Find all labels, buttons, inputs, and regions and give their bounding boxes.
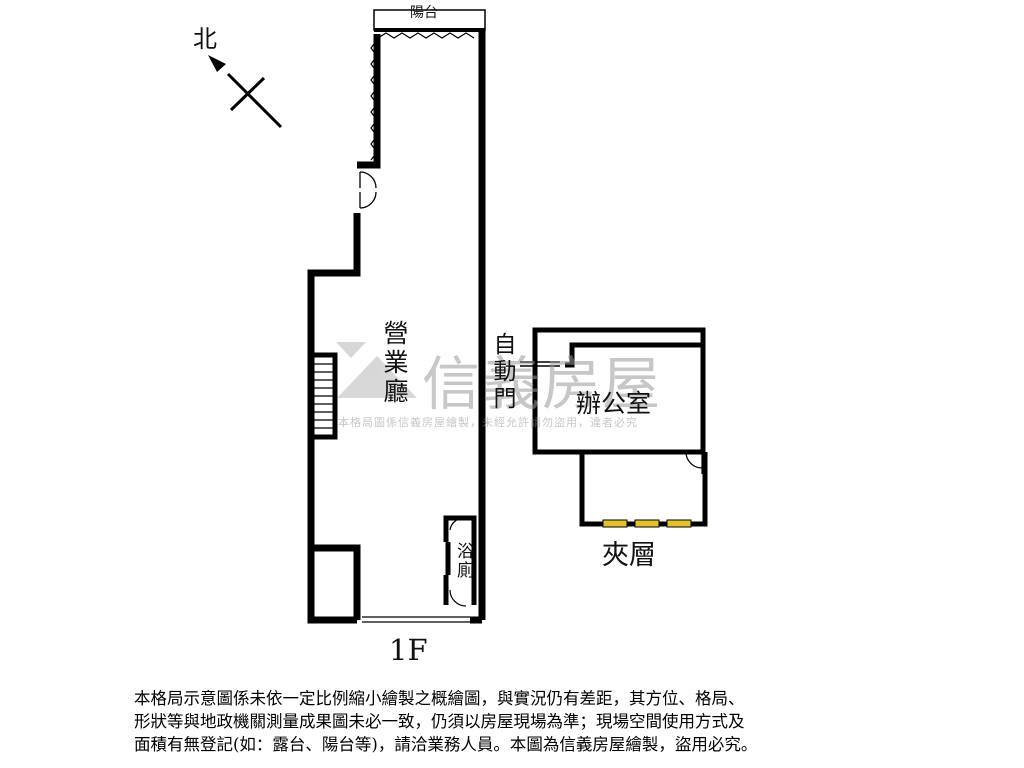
brand-logo-icon bbox=[336, 342, 417, 398]
mezzanine-walls bbox=[579, 451, 708, 527]
office-walls bbox=[532, 327, 706, 455]
disclaimer-line: 形狀等與地政機關測量成果圖未必一致，仍須以房屋現場為準；現場空間使用方式及 bbox=[134, 712, 745, 731]
north-arrow-icon bbox=[208, 55, 283, 129]
mezzanine-window bbox=[602, 519, 692, 528]
bathroom-label: 浴廁 bbox=[453, 542, 473, 580]
staircase-icon bbox=[308, 352, 338, 440]
watermark-brand: 信義房屋 bbox=[422, 350, 663, 418]
watermark-notice: 本格局圖係信義房屋繪製，未經允許請勿盜用，違者必究 bbox=[338, 416, 638, 429]
mezzanine-label: 夾層 bbox=[602, 540, 656, 571]
disclaimer-text: 本格局示意圖係未依一定比例縮小繪製之概繪圖，與實況仍有差距，其方位、格局、 形狀… bbox=[134, 687, 904, 756]
entry-door-icon bbox=[359, 171, 377, 209]
balcony-label: 陽台 bbox=[410, 5, 438, 21]
bottom-entrance bbox=[362, 616, 482, 624]
bathroom-walls bbox=[443, 515, 477, 607]
auto-door bbox=[520, 361, 560, 367]
floor-label: 1F bbox=[389, 633, 428, 667]
compass-north-label: 北 bbox=[193, 25, 217, 53]
disclaimer-line: 本格局示意圖係未依一定比例縮小繪製之概繪圖，與實況仍有差距，其方位、格局、 bbox=[134, 689, 745, 708]
auto-door-label: 自動門 bbox=[489, 332, 515, 413]
hall-label: 營業廳 bbox=[380, 320, 409, 407]
office-label: 辦公室 bbox=[576, 389, 652, 418]
disclaimer-line: 面積有無登記(如：露台、陽台等)，請洽業務人員。本圖為信義房屋繪製，盜用必究。 bbox=[134, 735, 758, 754]
balcony bbox=[373, 9, 486, 39]
main-floor-walls bbox=[307, 28, 486, 624]
folding-window bbox=[370, 39, 378, 161]
